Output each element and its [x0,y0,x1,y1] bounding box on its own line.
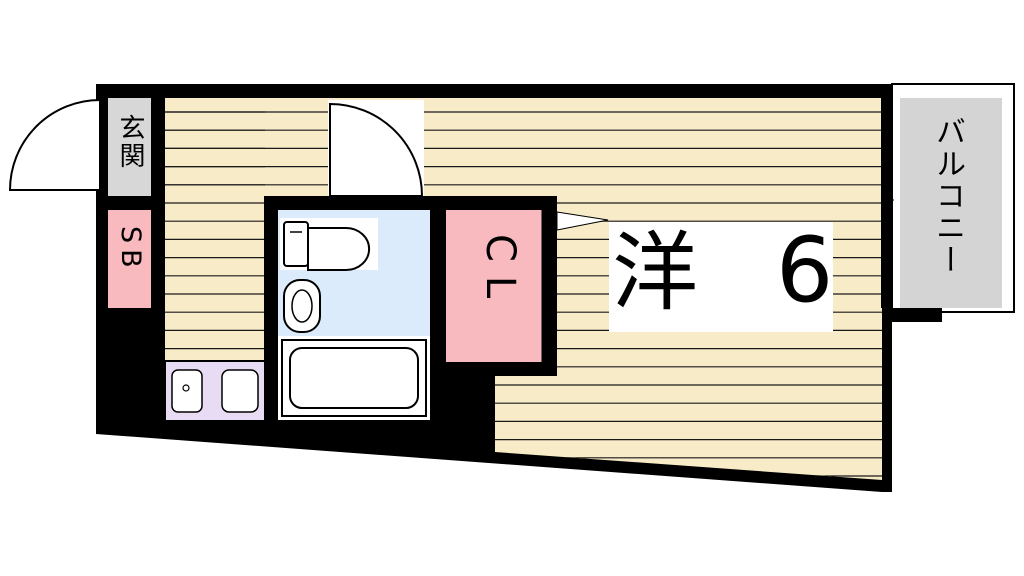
hallway-floor [165,98,265,360]
closet-label: CL [477,234,523,313]
toilet-icon [280,218,378,271]
main-room-size-label: 6 [776,218,834,323]
washbasin-icon [283,279,321,333]
shoe-box-label: SB [115,226,146,274]
sink-icon [171,369,203,413]
interior-door-swing-icon [328,100,424,197]
entrance-area [108,98,152,196]
balcony-area [900,98,1002,308]
balcony-label: バルコニー [930,116,965,276]
bathtub-icon [281,339,427,417]
window-triangle-icon [556,211,609,231]
entry-door-swing-icon [8,98,101,191]
closet-area [446,210,542,362]
hall-boards [165,111,265,350]
entrance-label: 玄関 [115,114,145,170]
main-room-type-label: 洋 [612,223,698,323]
stove-icon [221,369,259,413]
shoe-box-area [108,210,152,308]
main-room-label-box [609,222,833,332]
